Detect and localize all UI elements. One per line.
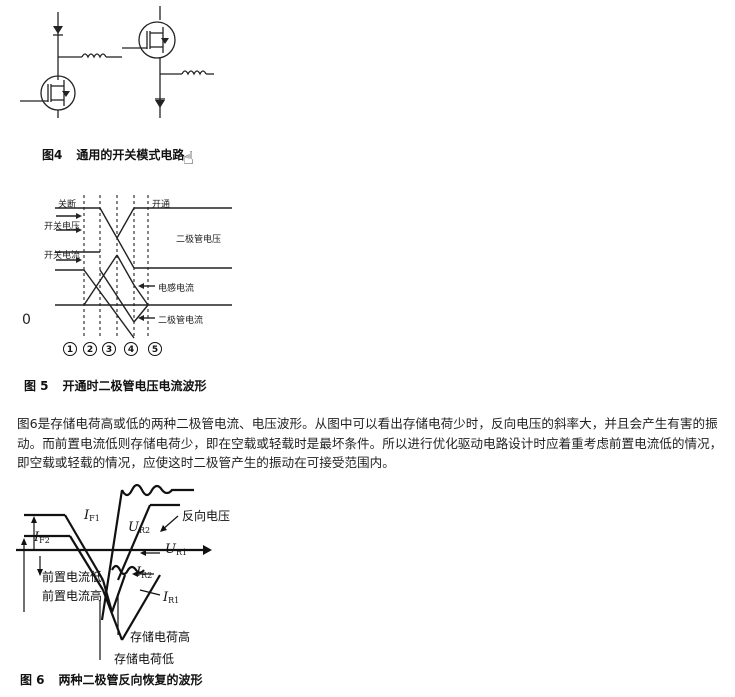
figure-6-waveforms (16, 483, 205, 641)
step-marker: 3 (102, 342, 116, 356)
label-on: 开通 (152, 200, 171, 210)
label-if2: IF2 (34, 530, 50, 545)
mosfet-icon (138, 21, 176, 59)
label-if1: IF1 (84, 508, 100, 523)
label-high-stored-charge: 存储电荷高 (130, 630, 191, 644)
label-switch-current: 开关电流 (44, 251, 81, 261)
label-ur1: UR1 (165, 542, 188, 557)
label-high-forward-current: 前置电流高 (42, 589, 103, 603)
step-marker: 2 (83, 342, 97, 356)
caption-text: 开通时二极管电压电流波形 (62, 379, 207, 393)
caption-text: 通用的开关模式电路 (76, 148, 185, 162)
step-marker: 5 (148, 342, 162, 356)
label-switch-voltage: 开关电压 (44, 222, 81, 232)
label-ur2: UR2 (128, 520, 151, 535)
label-zero: 0 (22, 312, 31, 328)
diode-icon (155, 100, 165, 108)
figure-6-caption: 图 6 两种二极管反向恢复的波形 (20, 671, 203, 688)
step-marker: 4 (124, 342, 138, 356)
label-off: 关断 (58, 200, 77, 210)
label-ir1: IR1 (163, 590, 180, 605)
label-diode-voltage: 二极管电压 (176, 235, 222, 245)
caption-number: 图 5 (24, 379, 49, 393)
label-diode-current: 二极管电流 (158, 316, 204, 326)
label-reverse-voltage: 反向电压 (182, 509, 231, 523)
cursor-icon: ☝ (183, 148, 194, 169)
label-low-stored-charge: 存储电荷低 (114, 652, 175, 666)
diode-icon (53, 26, 63, 34)
step-marker: 1 (63, 342, 77, 356)
mosfet-icon (40, 75, 76, 111)
caption-number: 图 6 (20, 673, 45, 687)
label-ir2: IR2 (136, 565, 153, 580)
caption-text: 两种二极管反向恢复的波形 (58, 673, 203, 687)
body-paragraph: 图6是存储电荷高或低的两种二极管电流、电压波形。从图中可以看出存储电荷少时，反向… (17, 416, 723, 470)
figure-5-caption: 图 5 开通时二极管电压电流波形 (24, 377, 207, 394)
caption-number: 图4 (42, 148, 63, 162)
label-inductor-current: 电感电流 (158, 284, 195, 294)
label-low-forward-current: 前置电流低 (42, 570, 103, 584)
figure-4-caption: 图4 通用的开关模式电路 (42, 146, 184, 163)
